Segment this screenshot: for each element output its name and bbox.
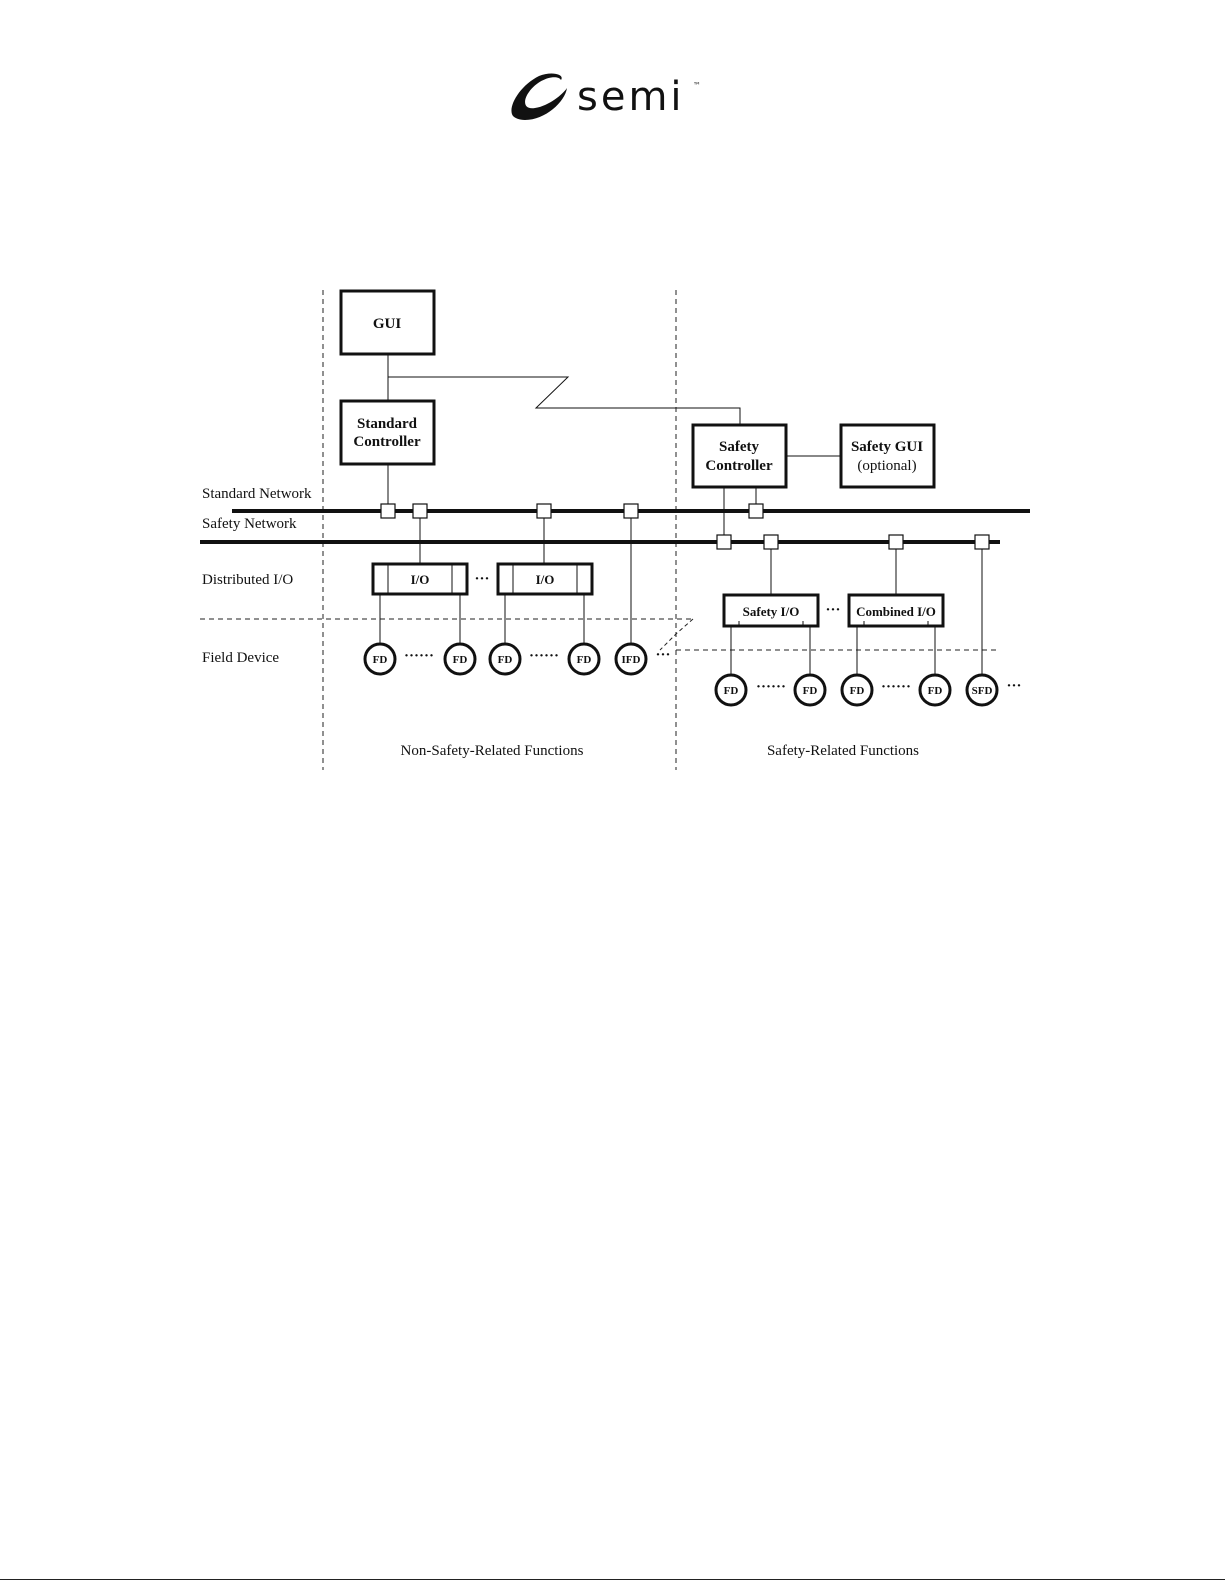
io-ellipsis: ··· bbox=[474, 571, 489, 587]
combined-io-label: Combined I/O bbox=[856, 604, 936, 619]
safety-gui-box bbox=[841, 425, 934, 487]
safety-controller-box bbox=[693, 425, 786, 487]
safety-network-label: Safety Network bbox=[202, 516, 297, 532]
network-node bbox=[413, 504, 427, 518]
safety-region-label: Safety-Related Functions bbox=[767, 743, 919, 759]
field-device-label-fd: FD bbox=[928, 685, 943, 697]
field-device-label-sfd: SFD bbox=[972, 685, 993, 697]
network-node bbox=[624, 504, 638, 518]
network-node bbox=[764, 535, 778, 549]
standard-network-label: Standard Network bbox=[202, 486, 312, 502]
safety-io-label: Safety I/O bbox=[743, 604, 800, 619]
non-safety-region-label: Non-Safety-Related Functions bbox=[401, 743, 584, 759]
network-node bbox=[749, 504, 763, 518]
distributed-io-label: Distributed I/O bbox=[202, 572, 293, 588]
safety-controller-label-line2: Controller bbox=[705, 458, 773, 474]
field-device-label-fd: FD bbox=[850, 685, 865, 697]
field-device-label-fd: FD bbox=[373, 654, 388, 666]
network-node bbox=[381, 504, 395, 518]
field-device-dots: ······ bbox=[756, 679, 786, 695]
gui-box-label: GUI bbox=[373, 316, 402, 332]
network-node bbox=[717, 535, 731, 549]
standard-controller-label-line2: Controller bbox=[353, 434, 421, 450]
page-bottom-rule bbox=[0, 1579, 1225, 1580]
safety-gui-label-line1: Safety GUI bbox=[851, 439, 923, 455]
field-device-label-ifd: IFD bbox=[622, 654, 641, 666]
network-node bbox=[889, 535, 903, 549]
network-node bbox=[975, 535, 989, 549]
gui-to-safety-controller-link bbox=[388, 377, 740, 425]
field-device-label-fd: FD bbox=[724, 685, 739, 697]
field-device-label: Field Device bbox=[202, 650, 279, 666]
standard-controller-label-line1: Standard bbox=[357, 416, 418, 432]
sfd-ellipsis: ··· bbox=[1006, 678, 1021, 694]
field-device-dots: ······ bbox=[881, 679, 911, 695]
field-device-label-fd: FD bbox=[803, 685, 818, 697]
field-device-dots: ······ bbox=[529, 648, 559, 664]
network-node bbox=[537, 504, 551, 518]
ifd-ellipsis: ··· bbox=[655, 647, 670, 663]
safety-gui-label-line2: (optional) bbox=[857, 458, 916, 474]
safety-io-ellipsis: ··· bbox=[825, 602, 840, 618]
io-module-label: I/O bbox=[411, 572, 430, 587]
safety-controller-label-line1: Safety bbox=[719, 439, 759, 455]
standard-controller-box bbox=[341, 401, 434, 464]
io-module-label: I/O bbox=[536, 572, 555, 587]
field-device-label-fd: FD bbox=[577, 654, 592, 666]
field-device-dots: ······ bbox=[404, 648, 434, 664]
field-device-label-fd: FD bbox=[498, 654, 513, 666]
field-device-label-fd: FD bbox=[453, 654, 468, 666]
